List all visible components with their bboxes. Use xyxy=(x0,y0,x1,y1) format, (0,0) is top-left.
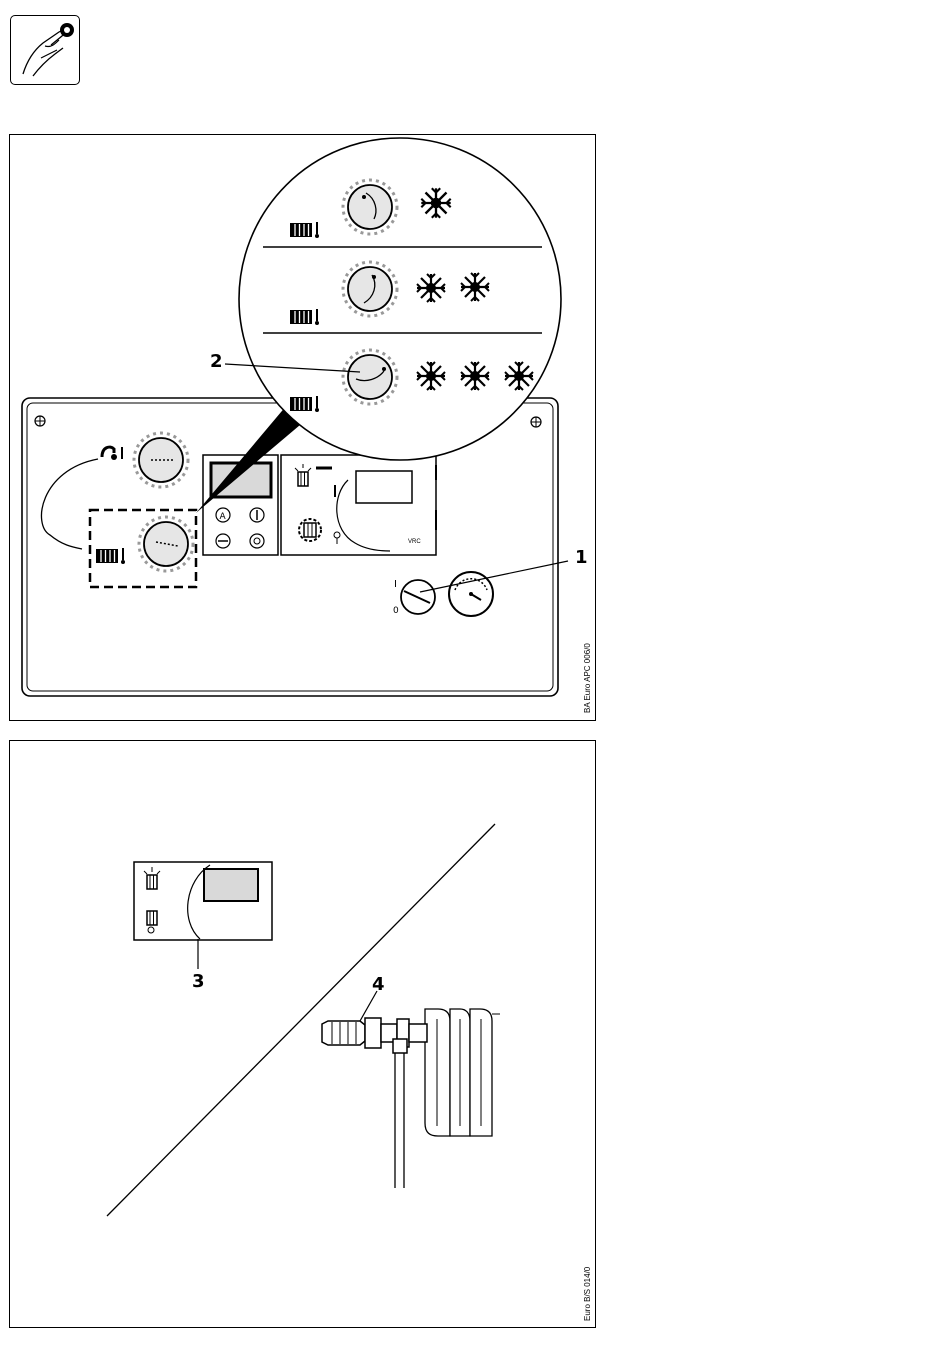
snowflake-icon xyxy=(417,362,445,390)
figure-code: BA Euro APC 006/0 xyxy=(583,643,592,713)
snowflake-icon xyxy=(461,362,489,390)
controller-display xyxy=(356,471,412,503)
hand-adjusting-knob-icon xyxy=(10,15,80,85)
callout-label: 3 xyxy=(192,973,205,991)
function-button[interactable] xyxy=(216,534,230,548)
figure-code: Euro B/S 014/0 xyxy=(583,1267,592,1321)
snowflake-icon xyxy=(461,273,489,301)
controller-display xyxy=(204,869,258,901)
callout-label: 4 xyxy=(372,976,385,994)
thermostatic-radiator-valve[interactable] xyxy=(322,1018,427,1188)
callout-label: 1 xyxy=(575,549,588,567)
callout-label: 2 xyxy=(210,353,223,371)
function-button[interactable]: A xyxy=(216,508,230,522)
function-button[interactable] xyxy=(250,508,264,522)
screw-icon xyxy=(35,416,45,426)
svg-text:A: A xyxy=(220,512,227,522)
function-button[interactable] xyxy=(250,534,264,548)
controller-model-label: VRC xyxy=(408,539,421,545)
snowflake-icon xyxy=(417,274,445,302)
magnified-view xyxy=(239,138,561,460)
main-power-switch[interactable] xyxy=(401,580,435,614)
radiator-icon xyxy=(425,1009,500,1136)
heating-flow-temperature-knob[interactable] xyxy=(139,517,193,571)
svg-text:0: 0 xyxy=(393,606,399,616)
screw-icon xyxy=(531,417,541,427)
boiler-control-panel-figure: A I 0 xyxy=(9,134,596,721)
snowflake-icon xyxy=(505,362,533,390)
svg-text:I: I xyxy=(394,579,397,590)
hot-water-temperature-knob[interactable] xyxy=(134,433,188,487)
callout-4-leader xyxy=(360,991,377,1021)
room-controller-and-thermostat-figure: 3 4 Euro B/S 014/0 xyxy=(9,740,596,1328)
snowflake-icon xyxy=(421,188,450,217)
